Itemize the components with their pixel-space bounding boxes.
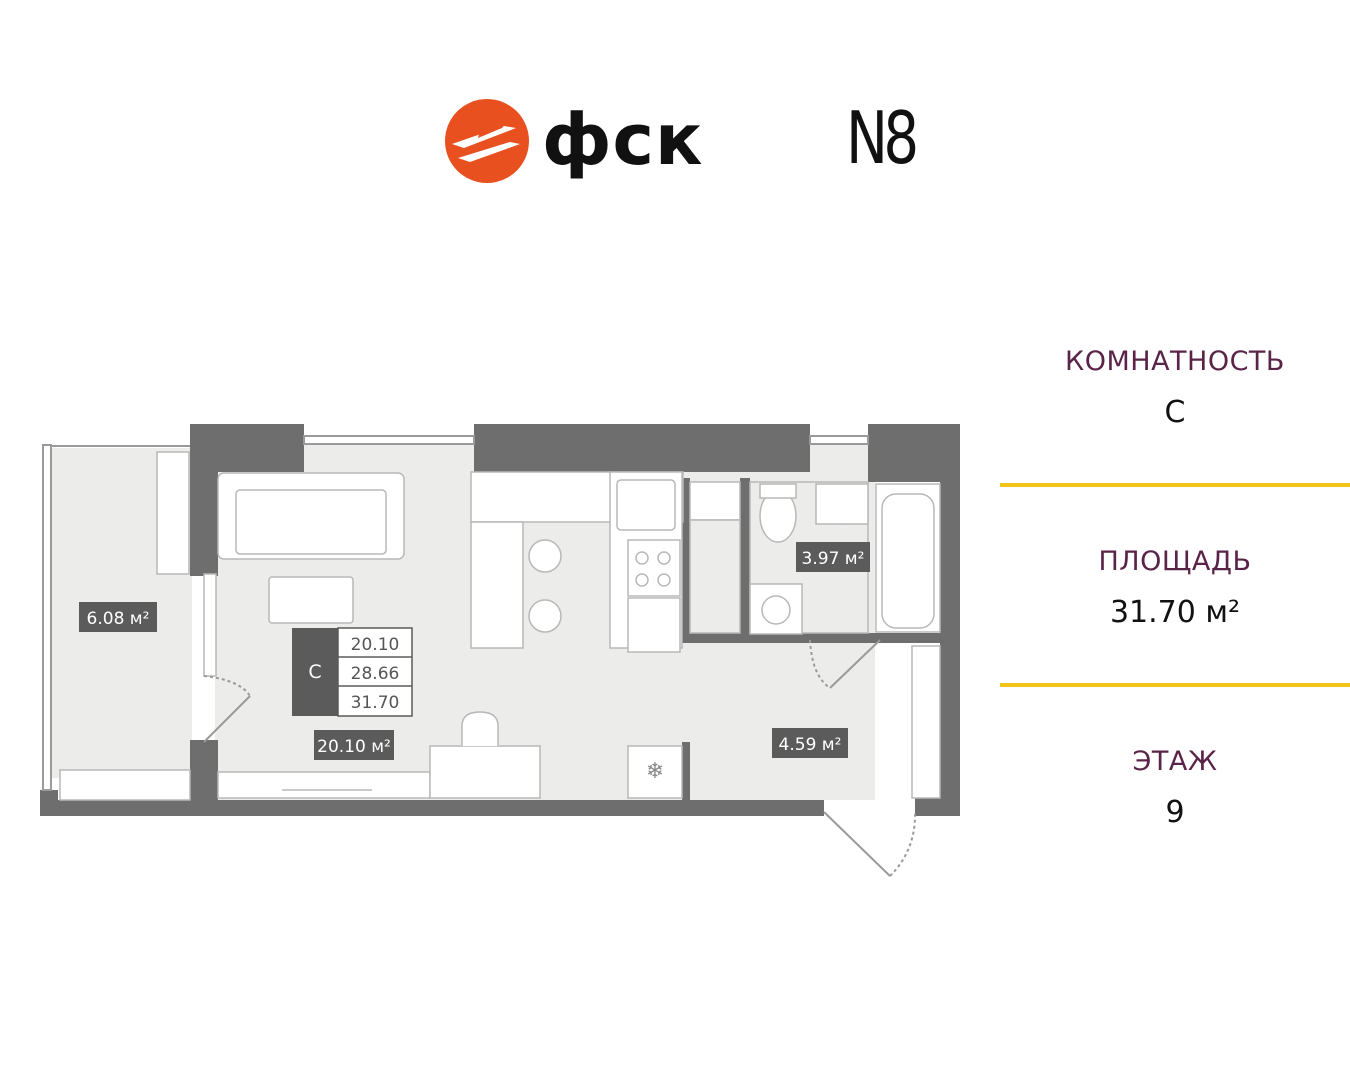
living-furniture: [217, 472, 541, 799]
living-area-label: 20.10 м²: [317, 737, 391, 757]
windows: [42, 435, 869, 791]
floor-plan: ❄ 6.08 м² 20.10 м² 3.97 м² 4.59 м²: [40, 424, 960, 877]
rooms-info: КОМНАТНОСТЬ С: [1000, 346, 1350, 430]
area-value: 31.70 м²: [1109, 595, 1241, 630]
divider-1: [1000, 483, 1350, 487]
bathroom-area-label: 3.97 м²: [802, 549, 865, 569]
summary-type: С: [308, 661, 321, 683]
brand-logo: фск: [444, 98, 704, 188]
floor-label: ЭТАЖ: [1132, 746, 1218, 777]
storage-closet: [689, 481, 741, 634]
rooms-label: КОМНАТНОСТЬ: [1065, 346, 1285, 377]
area-summary-table: С 20.10 28.66 31.70: [292, 627, 413, 717]
kitchen-furniture: [470, 471, 684, 799]
summary-area-no-balcony: 28.66: [351, 664, 400, 684]
brand-name: фск: [542, 99, 704, 181]
divider-2: [1000, 683, 1350, 687]
area-label: ПЛОЩАДЬ: [1098, 546, 1252, 577]
balcony-area-label: 6.08 м²: [87, 609, 150, 629]
floor-value: 9: [1165, 795, 1185, 830]
fridge-icon: ❄: [646, 758, 664, 783]
area-info: ПЛОЩАДЬ 31.70 м²: [1000, 546, 1350, 630]
balcony-furniture: [59, 451, 217, 801]
walls: [40, 424, 960, 816]
floor-info: ЭТАЖ 9: [1000, 746, 1350, 830]
rooms-value: С: [1164, 395, 1186, 430]
summary-total-area: 31.70: [351, 693, 400, 713]
brand-mark-icon: [445, 99, 529, 183]
complex-name: N8: [846, 96, 919, 180]
hall-area-label: 4.59 м²: [779, 735, 842, 755]
doors: [203, 639, 917, 877]
summary-living-area: 20.10: [351, 635, 400, 655]
